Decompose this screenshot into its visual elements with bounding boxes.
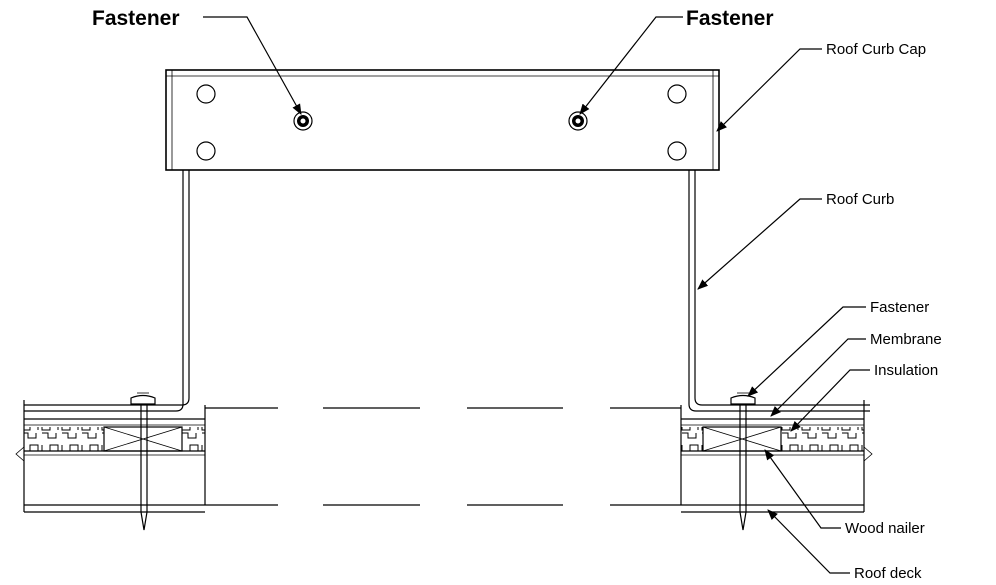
roof-curb-right-wall <box>688 170 870 412</box>
label-roof-curb: Roof Curb <box>826 191 894 208</box>
deck-fastener-left <box>130 392 156 531</box>
insulation-left-a <box>24 427 104 451</box>
wood-nailer-left <box>103 426 183 452</box>
roof-assembly-left <box>15 400 206 513</box>
insulation-right-a <box>681 427 703 451</box>
deck-fastener-right <box>730 392 756 531</box>
leader-lines <box>203 16 870 574</box>
label-fastener-top-left: Fastener <box>92 7 180 30</box>
cap-fastener-left <box>293 111 313 131</box>
roof-curb-left-wall <box>24 170 190 412</box>
label-fastener-small: Fastener <box>870 299 929 316</box>
cap-mounting-holes <box>196 84 687 161</box>
wood-nailer-right <box>702 426 782 452</box>
roof-curb-cap <box>165 69 720 171</box>
label-insulation: Insulation <box>874 362 938 379</box>
label-wood-nailer: Wood nailer <box>845 520 925 537</box>
insulation-left-b <box>182 427 205 451</box>
label-fastener-top-right: Fastener <box>686 7 774 30</box>
roof-assembly-right <box>680 400 873 513</box>
insulation-right-b <box>781 427 864 451</box>
label-roof-curb-cap: Roof Curb Cap <box>826 41 926 58</box>
label-roof-deck: Roof deck <box>854 565 922 582</box>
cap-fastener-right <box>568 111 588 131</box>
label-membrane: Membrane <box>870 331 942 348</box>
roof-break-lines <box>205 407 681 506</box>
